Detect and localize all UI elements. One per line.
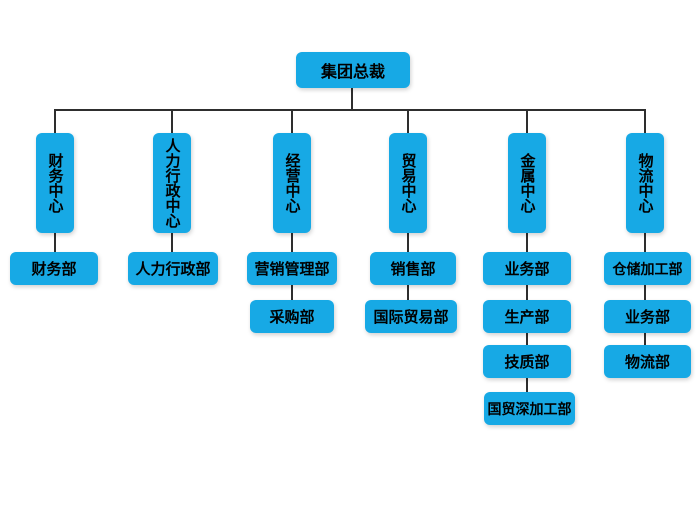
node-business-dept-metal: 业务部 [483, 252, 571, 285]
node-intl-trade-dept: 国际贸易部 [365, 300, 457, 333]
node-intl-trade-processing-dept-label: 国贸深加工部 [487, 400, 572, 417]
node-intl-trade-processing-dept: 国贸深加工部 [484, 392, 575, 425]
node-metal-center: 金属中心 [508, 133, 546, 233]
node-operations-center-label: 经营中心 [283, 153, 301, 213]
node-business-dept-logistics-label: 业务部 [624, 309, 670, 326]
node-logistics-center-label: 物流中心 [636, 153, 654, 213]
connector-logistics-row2 [644, 285, 646, 300]
node-trade-center: 贸易中心 [389, 133, 427, 233]
node-purchasing-dept: 采购部 [250, 300, 334, 333]
connector-metal-row4 [526, 378, 528, 392]
node-operations-center: 经营中心 [273, 133, 311, 233]
connector-operations-dept [291, 233, 293, 252]
connector-drop-trade [407, 109, 409, 133]
node-sales-dept-label: 销售部 [390, 261, 436, 278]
connector-finance-dept [54, 233, 56, 252]
connector-metal-row2 [526, 285, 528, 300]
connector-metal-dept [526, 233, 528, 252]
node-hr-admin-dept-label: 人力行政部 [135, 261, 211, 278]
connector-drop-finance [54, 109, 56, 133]
node-logistics-center: 物流中心 [626, 133, 664, 233]
node-sales-dept: 销售部 [370, 252, 456, 285]
connector-metal-row3 [526, 333, 528, 345]
node-finance-center-label: 财务中心 [46, 153, 64, 213]
node-logistics-dept: 物流部 [604, 345, 691, 378]
node-intl-trade-dept-label: 国际贸易部 [373, 309, 449, 326]
node-business-dept-logistics: 业务部 [604, 300, 691, 333]
connector-trade-row2 [407, 285, 409, 300]
node-tech-quality-dept-label: 技质部 [504, 354, 550, 371]
node-metal-center-label: 金属中心 [518, 153, 536, 213]
node-finance-center: 财务中心 [36, 133, 74, 233]
node-purchasing-dept-label: 采购部 [269, 309, 315, 326]
connector-drop-operations [291, 109, 293, 133]
node-warehouse-processing-dept-label: 仓储加工部 [612, 260, 683, 277]
node-finance-dept: 财务部 [10, 252, 98, 285]
connector-root-stub [351, 88, 353, 110]
connector-drop-logistics [644, 109, 646, 133]
connector-trade-dept [407, 233, 409, 252]
node-marketing-mgmt-dept-label: 营销管理部 [254, 261, 330, 278]
connector-operations-row2 [291, 285, 293, 300]
node-finance-dept-label: 财务部 [31, 261, 77, 278]
connector-drop-hr-admin [171, 109, 173, 133]
connector-logistics-dept [644, 233, 646, 252]
node-business-dept-metal-label: 业务部 [504, 261, 550, 278]
node-tech-quality-dept: 技质部 [483, 345, 571, 378]
node-production-dept: 生产部 [483, 300, 571, 333]
connector-logistics-row3 [644, 333, 646, 345]
node-hr-admin-center-label: 人力行政中心 [163, 138, 181, 228]
node-trade-center-label: 贸易中心 [399, 153, 417, 213]
connector-main-horizontal [54, 109, 646, 111]
node-logistics-dept-label: 物流部 [624, 354, 670, 371]
node-production-dept-label: 生产部 [504, 309, 550, 326]
node-hr-admin-center: 人力行政中心 [153, 133, 191, 233]
connector-hr-admin-dept [171, 233, 173, 252]
connector-drop-metal [526, 109, 528, 133]
node-root-label: 集团总裁 [320, 64, 385, 81]
node-marketing-mgmt-dept: 营销管理部 [247, 252, 337, 285]
node-warehouse-processing-dept: 仓储加工部 [604, 252, 691, 285]
node-root: 集团总裁 [296, 52, 410, 88]
node-hr-admin-dept: 人力行政部 [128, 252, 218, 285]
